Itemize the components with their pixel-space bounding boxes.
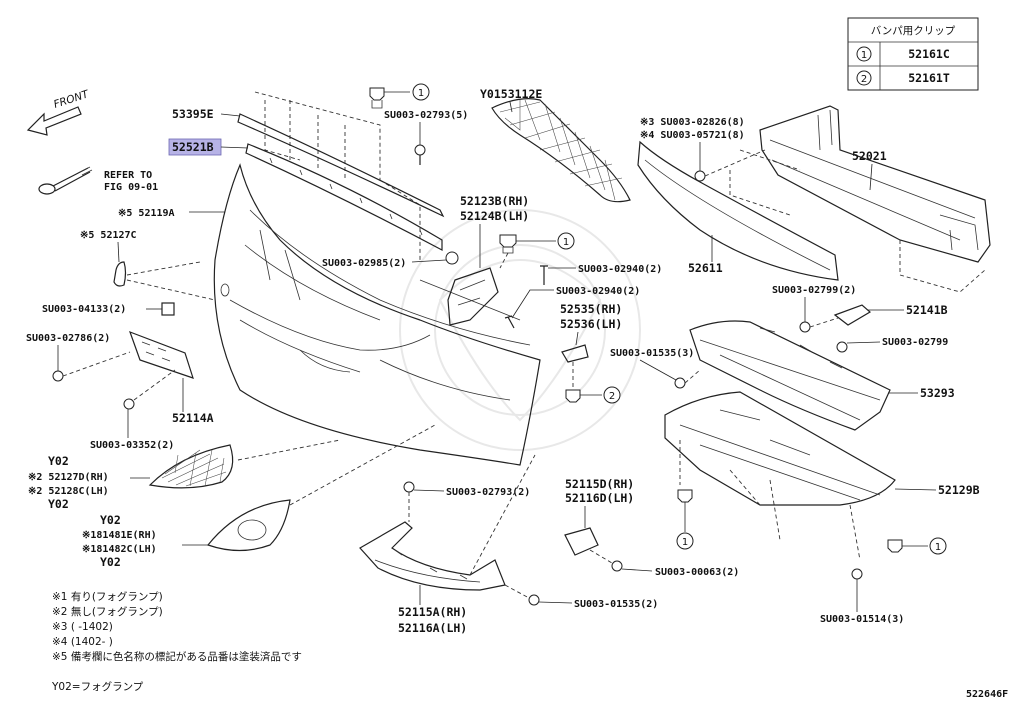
label-52115D: 52115D(RH) (565, 477, 634, 491)
part-52123B-bracket: 52123B(RH) 52124B(LH) 1 (447, 194, 575, 326)
label-su003-02793-5: SU003-02793(5) (384, 110, 468, 121)
part-52119A-bumper-cover: ※5 52119A (118, 163, 541, 466)
part-52114A: SU003-04133(2) SU003-02786(2) 52114A SU0… (26, 302, 214, 451)
clip-table-header: バンパ用クリップ (871, 25, 956, 37)
label-su003-01535-b: SU003-01535(2) (574, 599, 658, 610)
note-1: ※1 有り(フォグランプ) (52, 590, 163, 603)
clip-table-part-2: 52161T (908, 71, 950, 85)
clip-table-mark-1: 1 (861, 50, 867, 61)
label-su003-02793-2: SU003-02793(2) (446, 487, 530, 498)
part-52115D-bracket: 52115D(RH) 52116D(LH) SU003-00063(2) SU0… (504, 477, 739, 610)
label-Y0153112E: Y0153112E (480, 87, 542, 101)
circle-2: 2 (609, 391, 615, 402)
refer-tool: REFER TO FIG 09-01 (38, 166, 158, 195)
front-label: FRONT (52, 88, 91, 111)
part-52127D-grille: Y02 ※2 52127D(RH) ※2 52128C(LH) Y02 (28, 439, 341, 511)
label-181482C: ※181482C(LH) (82, 544, 157, 555)
label-52535: 52535(RH) (560, 302, 622, 316)
notes: ※1 有り(フォグランプ) ※2 無し(フォグランプ) ※3 ( -1402) … (51, 590, 302, 693)
su003-02940-bolts: SU003-02940(2) SU003-02940(2) (504, 264, 662, 329)
part-52021-reinforcement: 52021 (729, 105, 991, 293)
circle-1-a: 1 (418, 88, 424, 99)
part-52141B: SU003-02799(2) 52141B SU003-02799 (772, 285, 948, 353)
label-y02-b: Y02 (48, 497, 69, 511)
label-su003-02940-a: SU003-02940(2) (578, 264, 662, 275)
part-181481E-fog-cover: Y02 ※181481E(RH) ※181482C(LH) Y02 (82, 424, 436, 569)
refer-line1: REFER TO (104, 170, 152, 181)
label-su003-02786: SU003-02786(2) (26, 333, 110, 344)
label-52536: 52536(LH) (560, 317, 622, 331)
clip-table-mark-2: 2 (861, 74, 867, 85)
label-52127C: ※5 52127C (80, 230, 137, 241)
circle-1-c: 1 (682, 537, 688, 548)
label-su003-03352: SU003-03352(2) (90, 440, 174, 451)
label-52521B: 52521B (172, 140, 214, 154)
label-52127D: ※2 52127D(RH) (28, 472, 109, 483)
label-su003-04133: SU003-04133(2) (42, 304, 126, 315)
label-su003-00063: SU003-00063(2) (655, 567, 739, 578)
label-y02-d: Y02 (100, 555, 121, 569)
front-arrow: FRONT (26, 88, 92, 136)
circle-1-d: 1 (935, 542, 941, 553)
label-su003-05721: ※4 SU003-05721(8) (640, 130, 745, 141)
part-52611-absorber: 52611 ※3 SU003-02826(8) ※4 SU003-05721(8… (637, 117, 839, 281)
label-su003-02799-a: SU003-02799(2) (772, 285, 856, 296)
part-52115A-bracket: SU003-02793(2) 52115A(RH) 52116A(LH) (359, 454, 536, 635)
label-su003-02940-b: SU003-02940(2) (556, 286, 640, 297)
label-52116D: 52116D(LH) (565, 491, 634, 505)
assembly-lines-top (254, 91, 421, 260)
refer-line2: FIG 09-01 (104, 182, 158, 193)
label-y02-a: Y02 (48, 454, 69, 468)
part-Y0153112E-upper-grille: Y0153112E (480, 87, 631, 203)
label-181481E: ※181481E(RH) (82, 530, 157, 541)
part-53293-cover: SU003-01535(3) 53293 (610, 320, 955, 431)
center-top-fasteners: 1 SU003-02793(5) SU003-02985(2) (322, 83, 468, 269)
part-52535: 52535(RH) 52536(LH) 2 (560, 302, 622, 404)
label-y02-c: Y02 (100, 513, 121, 527)
label-52141B: 52141B (906, 303, 948, 317)
label-52114A: 52114A (172, 411, 214, 425)
label-su003-02985: SU003-02985(2) (322, 258, 406, 269)
label-52021: 52021 (852, 149, 887, 163)
legend-y02: Y02=フォグランプ (51, 680, 144, 693)
label-52611: 52611 (688, 261, 723, 275)
note-3: ※3 ( -1402) (52, 621, 113, 633)
label-53395E: 53395E (172, 107, 214, 121)
label-52129B: 52129B (938, 483, 980, 497)
label-su003-01535-a: SU003-01535(3) (610, 348, 694, 359)
label-53293: 53293 (920, 386, 955, 400)
note-4: ※4 (1402- ) (52, 636, 113, 648)
part-52521B: 52521B (168, 138, 443, 251)
note-2: ※2 無し(フォグランプ) (52, 605, 163, 618)
clip-table-part-1: 52161C (908, 47, 950, 61)
part-53395E: 53395E (172, 107, 445, 218)
label-su003-02799-b: SU003-02799 (882, 337, 948, 348)
label-52128C: ※2 52128C(LH) (28, 486, 109, 497)
label-52119A: ※5 52119A (118, 208, 175, 219)
part-52127C: ※5 52127C (80, 230, 216, 301)
diagram-code: 522646F (966, 689, 1008, 700)
label-52116A: 52116A(LH) (398, 621, 467, 635)
note-5: ※5 備考欄に色名称の標記がある品番は塗装済品です (52, 650, 302, 663)
watermark (399, 209, 641, 451)
label-52115A: 52115A(RH) (398, 605, 467, 619)
circle-1-b: 1 (563, 237, 569, 248)
label-su003-02826: ※3 SU003-02826(8) (640, 117, 745, 128)
clip-table: バンパ用クリップ 1 52161C 2 52161T (847, 17, 979, 91)
label-52124B: 52124B(LH) (460, 209, 529, 223)
part-52129B-undercover: 52129B 1 1 SU003-01514(3) (664, 391, 980, 625)
label-su003-01514: SU003-01514(3) (820, 614, 904, 625)
label-52123B: 52123B(RH) (460, 194, 529, 208)
